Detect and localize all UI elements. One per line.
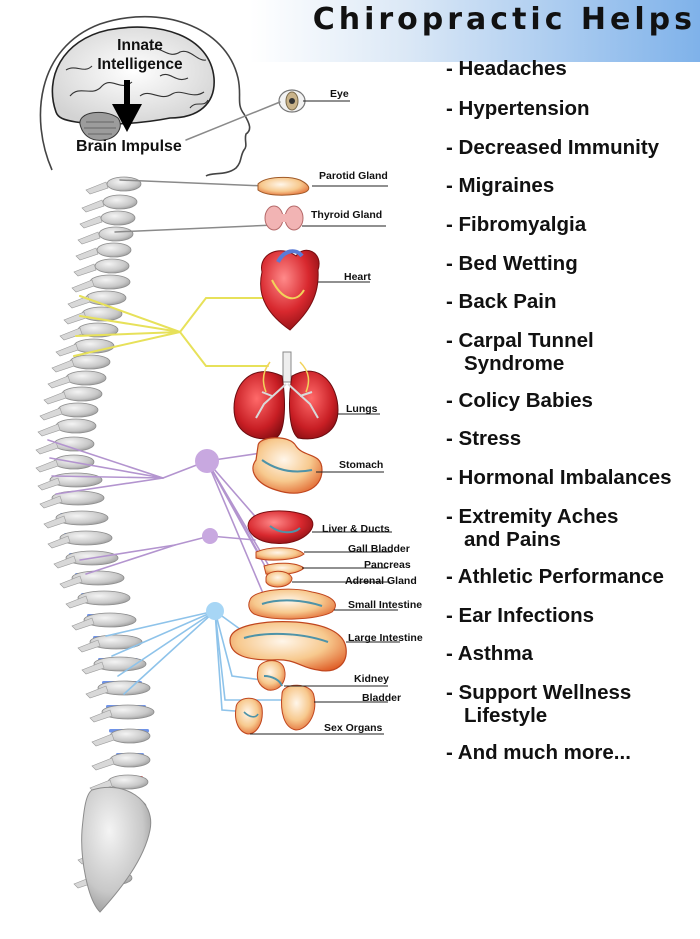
list-item: - Back Pain xyxy=(446,290,557,313)
page-title: Chiropractic Helps xyxy=(312,2,696,37)
label-leader-lines xyxy=(250,100,400,735)
list-item: - Decreased Immunity xyxy=(446,136,660,159)
list-item: - Fibromyalgia xyxy=(446,213,587,236)
list-item: - Athletic Performance xyxy=(446,565,664,588)
list-item: - Ear Infections xyxy=(446,604,595,627)
intelligence-text: Intelligence xyxy=(97,56,183,73)
small-intestine xyxy=(248,588,336,620)
list-item: - Stress xyxy=(446,427,522,450)
stomach xyxy=(252,437,323,494)
list-item: - Bed Wetting xyxy=(446,252,578,275)
heart xyxy=(260,249,320,331)
list-item: - Asthma xyxy=(446,642,533,665)
large-intestine-label: Large Intestine xyxy=(348,632,423,644)
eye-icon xyxy=(278,89,306,113)
bladder xyxy=(281,684,316,731)
bladder-label: Bladder xyxy=(362,692,402,704)
spine xyxy=(35,176,155,913)
head-outline xyxy=(39,16,251,177)
innate-text: Innate xyxy=(117,37,163,54)
small-intestine-label: Small Intestine xyxy=(348,599,423,611)
gall-bladder-label: Gall Bladder xyxy=(348,543,410,555)
sex-organs-label: Sex Organs xyxy=(324,722,383,734)
thyroid-gland-label: Thyroid Gland xyxy=(311,209,383,221)
kidney-label: Kidney xyxy=(354,673,390,685)
stomach-label: Stomach xyxy=(339,459,384,471)
heart-label: Heart xyxy=(344,271,371,283)
parotid-gland xyxy=(257,176,310,196)
gall-bladder xyxy=(255,547,305,561)
list-item: - Migraines xyxy=(446,174,555,197)
lungs-label: Lungs xyxy=(346,403,378,415)
innate-intelligence-label: Innate Intelligence xyxy=(92,36,188,74)
list-item: - Headaches xyxy=(446,57,567,80)
list-item: - Hormonal Imbalances xyxy=(446,466,672,489)
brain xyxy=(51,26,215,141)
pancreas-label: Pancreas xyxy=(364,559,411,571)
parotid-gland-label: Parotid Gland xyxy=(319,170,388,182)
sex-organs xyxy=(235,697,263,735)
brain-impulse-label: Brain Impulse xyxy=(76,138,182,155)
list-item: - Hypertension xyxy=(446,97,590,120)
large-intestine xyxy=(229,621,347,672)
list-item: - Colicy Babies xyxy=(446,389,593,412)
lungs xyxy=(233,351,339,440)
liver-label: Liver & Ducts xyxy=(322,523,390,535)
title-background-gradient xyxy=(250,0,700,62)
thyroid-gland xyxy=(264,205,304,231)
adrenal-gland xyxy=(265,570,293,588)
liver-and-ducts xyxy=(247,510,314,544)
list-item: - And much more... xyxy=(446,741,631,764)
brain-impulse-arrow xyxy=(112,80,142,132)
eye-label: Eye xyxy=(330,88,349,100)
kidney xyxy=(256,660,286,691)
adrenal-gland-label: Adrenal Gland xyxy=(345,575,417,587)
